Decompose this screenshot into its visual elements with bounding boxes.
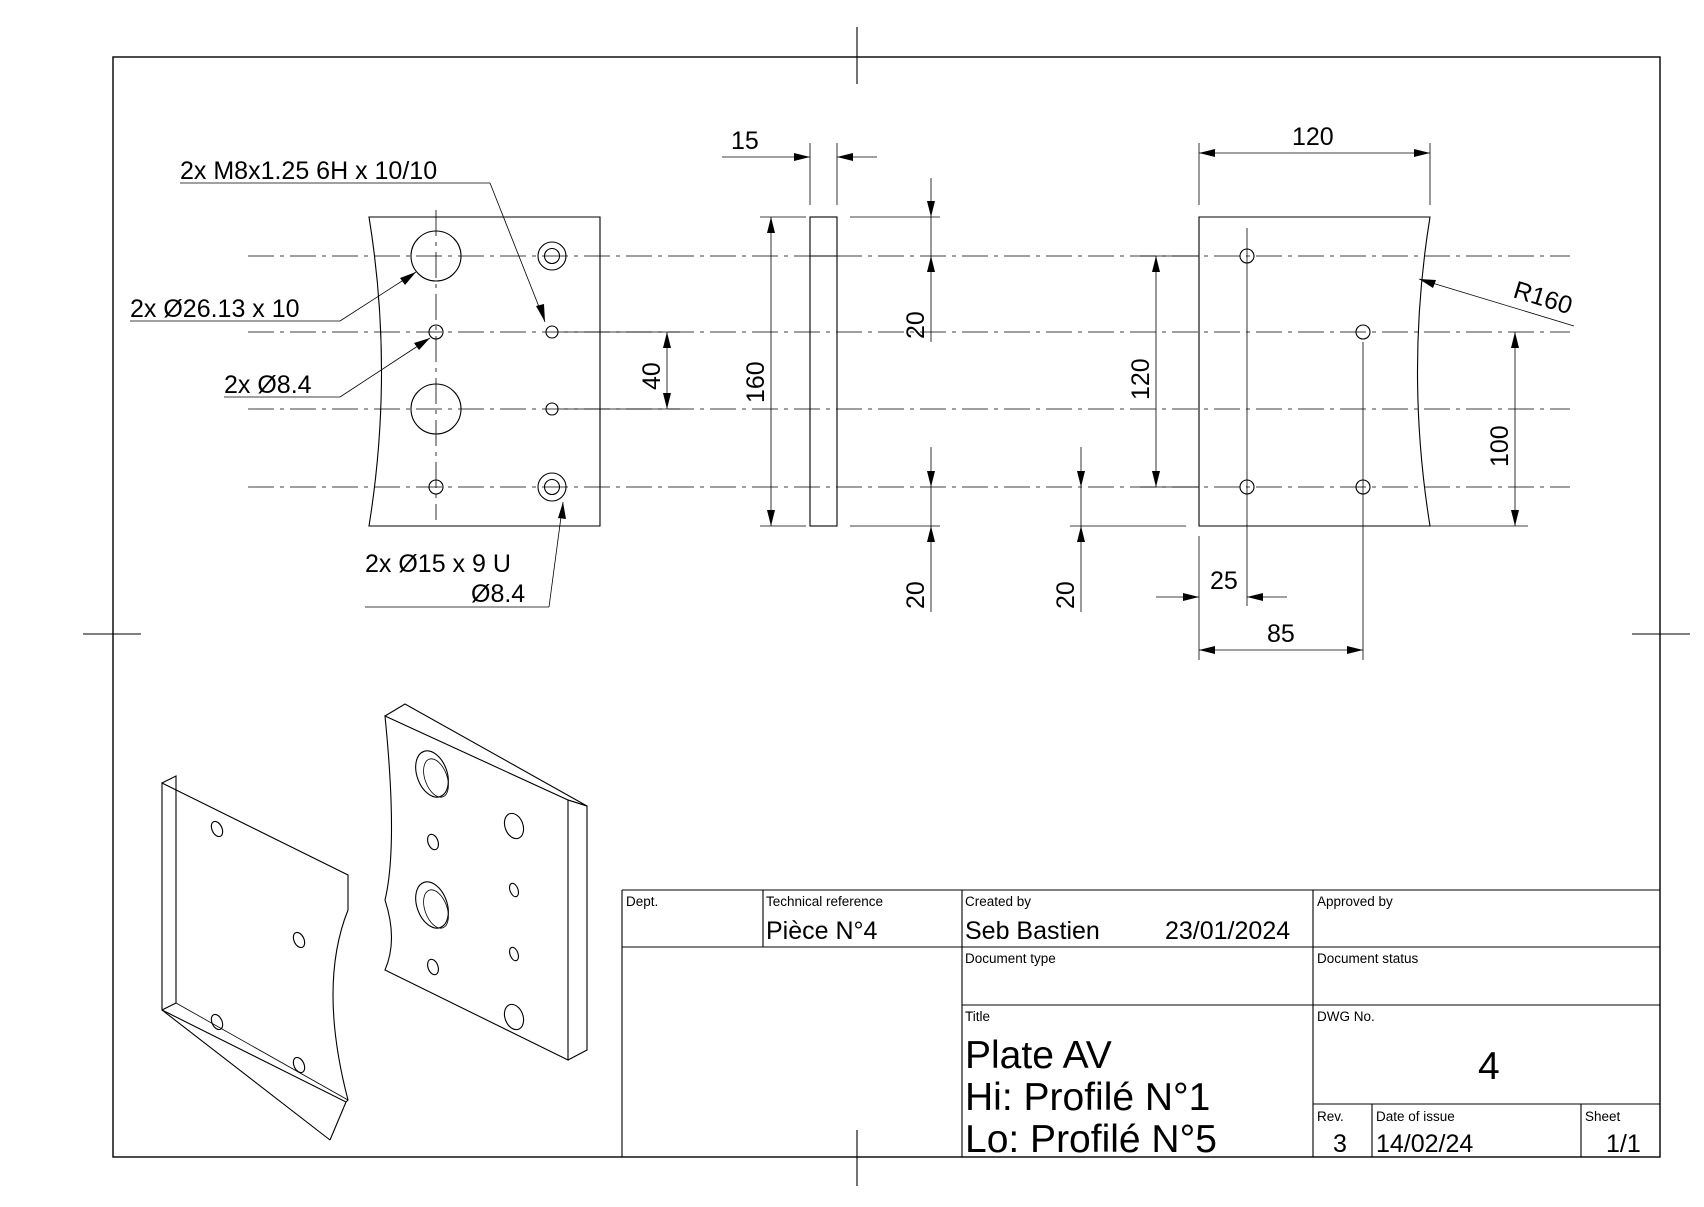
isometric-view-left <box>161 775 349 1141</box>
dim-back-hole-spacing: 120 <box>1127 358 1155 400</box>
created-date: 23/01/2024 <box>1165 917 1290 945</box>
dim-back-hole-x2: 85 <box>1267 620 1295 648</box>
date-issue-label: Date of issue <box>1376 1109 1455 1124</box>
counterbore-small-note-line1: 2x Ø15 x 9 U <box>365 550 511 578</box>
dim-front-spacing: 40 <box>638 362 666 390</box>
title-line-2: Hi: Profilé N°1 <box>965 1076 1210 1119</box>
dim-side-bottom-offset: 20 <box>902 581 930 609</box>
approved-by-label: Approved by <box>1317 894 1393 909</box>
title-line-1: Plate AV <box>965 1034 1112 1077</box>
rev-label: Rev. <box>1317 1109 1344 1124</box>
tapped-holes-note: 2x M8x1.25 6H x 10/10 <box>180 157 437 185</box>
title-block <box>621 889 1660 1157</box>
dim-back-right-spacing: 100 <box>1486 425 1514 467</box>
radius-note: R160 <box>1510 276 1575 320</box>
doc-type-label: Document type <box>965 951 1056 966</box>
title-label: Title <box>965 1009 990 1024</box>
front-view <box>248 210 1570 527</box>
tech-ref-label: Technical reference <box>766 894 883 909</box>
through-holes-note: 2x Ø8.4 <box>224 371 312 399</box>
dim-back-width: 120 <box>1292 123 1334 151</box>
sheet-frame <box>83 27 1690 1186</box>
counterbore-big-note: 2x Ø26.13 x 10 <box>130 295 300 323</box>
isometric-view-right <box>384 703 588 1061</box>
dim-back-bottom-offset: 20 <box>1052 581 1080 609</box>
created-by-value: Seb Bastien <box>965 917 1100 945</box>
title-line-3: Lo: Profilé N°5 <box>965 1118 1217 1161</box>
dept-label: Dept. <box>626 894 658 909</box>
dwg-no-label: DWG No. <box>1317 1009 1375 1024</box>
doc-status-label: Document status <box>1317 951 1419 966</box>
created-by-label: Created by <box>965 894 1031 909</box>
sheet-value: 1/1 <box>1606 1130 1641 1158</box>
tech-ref-value: Pièce N°4 <box>766 917 878 945</box>
back-view <box>1070 143 1575 660</box>
dim-side-thickness: 15 <box>731 127 759 155</box>
sheet-label: Sheet <box>1585 1109 1621 1124</box>
date-issue-value: 14/02/24 <box>1376 1130 1473 1158</box>
front-leaders <box>130 182 680 608</box>
dim-side-height: 160 <box>742 361 770 403</box>
side-view <box>722 143 940 612</box>
dwg-no-value: 4 <box>1478 1045 1500 1088</box>
rev-value: 3 <box>1333 1130 1347 1158</box>
counterbore-small-note-line2: Ø8.4 <box>471 580 525 608</box>
dim-back-hole-x: 25 <box>1210 567 1238 595</box>
dim-side-top-offset: 20 <box>902 311 930 339</box>
